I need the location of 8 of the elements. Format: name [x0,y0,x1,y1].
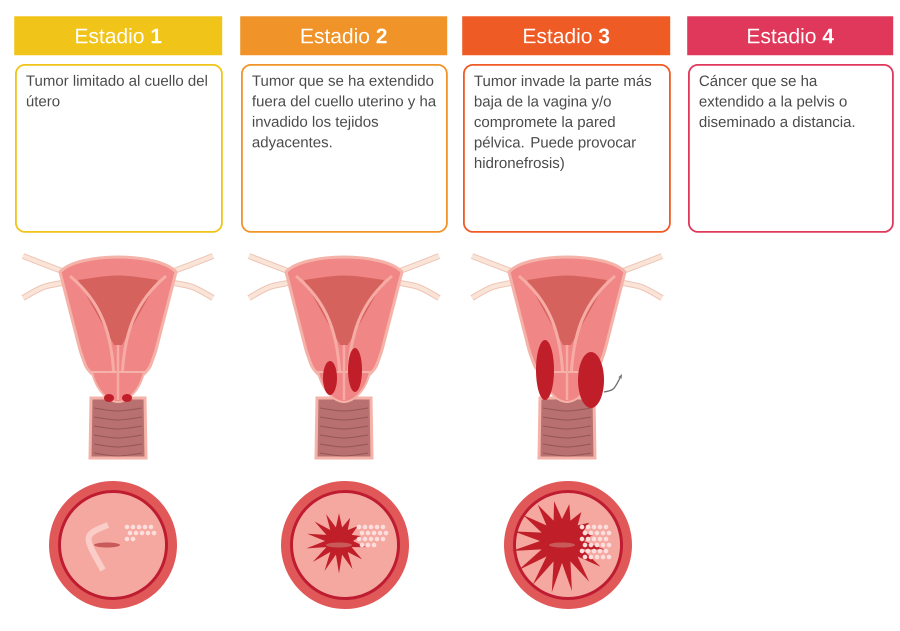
stage-header: Estadio 3 [462,16,670,56]
stage-header: Estadio 1 [14,16,222,56]
description-box: Cáncer que se ha extendido a la pelvis o diseminado a distancia. [688,64,894,233]
description-box: Tumor invade la parte más baja de la vagina y/o compromete la pared pélvica. Puede provocar hidronefrosis) [463,64,671,233]
stage-header: Estadio 4 [687,16,894,56]
description-box: Tumor limitado al cuello del útero [15,64,223,233]
stage-header: Estadio 2 [240,16,448,56]
description-box: Tumor que se ha extendido fuera del cuello uterino y ha invadido los tejidos adyacentes. [241,64,448,233]
